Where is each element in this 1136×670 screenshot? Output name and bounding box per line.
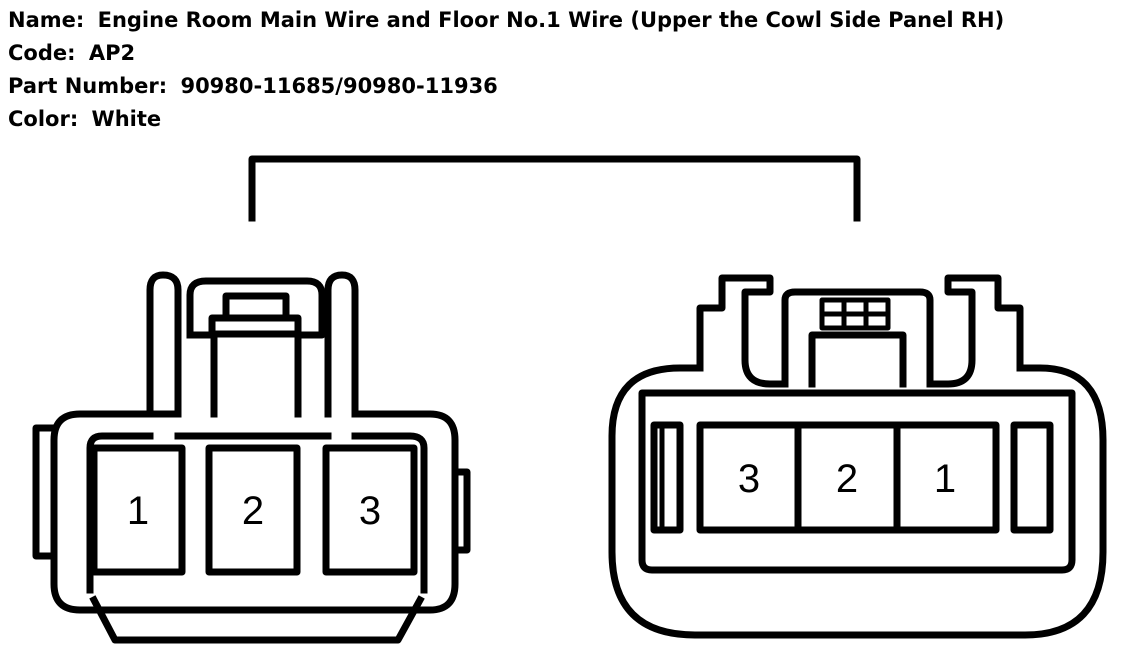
right-pin-label-1: 1 xyxy=(934,457,956,501)
left-lock-tab xyxy=(222,292,290,322)
right-guide-right xyxy=(1010,421,1054,534)
left-latch-bump xyxy=(89,595,425,644)
part-number-row: Part Number: 90980-11685/90980-11936 xyxy=(8,70,1004,103)
left-pin-label-2: 2 xyxy=(242,489,264,533)
left-lock-frame xyxy=(186,277,326,418)
right-rib-left xyxy=(696,274,789,388)
left-pin-cavity-3 xyxy=(322,444,418,576)
left-side-tab xyxy=(32,424,58,560)
left-tower-post-right xyxy=(324,271,359,418)
right-terminal-block xyxy=(696,421,1000,534)
code-row: Code: AP2 xyxy=(8,37,1004,70)
name-label: Name: xyxy=(8,8,85,32)
right-inner-frame xyxy=(638,389,1076,574)
part-number-value: 90980-11685/90980-11936 xyxy=(180,74,498,98)
color-label: Color: xyxy=(8,107,79,131)
left-connector xyxy=(32,271,471,644)
code-value: AP2 xyxy=(88,41,136,65)
connector-info: Name: Engine Room Main Wire and Floor No… xyxy=(8,4,1004,136)
mating-bracket xyxy=(248,155,861,222)
right-latch-frame xyxy=(781,288,934,388)
color-row: Color: White xyxy=(8,103,1004,136)
right-latch-slot xyxy=(808,331,907,388)
right-side-tab xyxy=(451,468,471,554)
right-pin-label-3: 3 xyxy=(738,457,760,501)
left-pin-label-1: 1 xyxy=(127,489,149,533)
right-connector-body xyxy=(608,364,1107,639)
name-row: Name: Engine Room Main Wire and Floor No… xyxy=(8,4,1004,37)
color-value: White xyxy=(91,107,162,131)
part-number-label: Part Number: xyxy=(8,74,168,98)
name-value: Engine Room Main Wire and Floor No.1 Wir… xyxy=(97,8,1005,32)
right-latch-grid xyxy=(819,297,891,331)
code-label: Code: xyxy=(8,41,76,65)
left-pin-cavity-2 xyxy=(205,444,301,576)
right-guide-left xyxy=(650,421,684,534)
left-tower-post-left xyxy=(146,271,182,418)
right-connector xyxy=(608,274,1107,639)
right-rib-right xyxy=(926,274,1024,388)
left-pin-label-3: 3 xyxy=(359,489,381,533)
left-connector-body xyxy=(50,410,459,614)
right-pin-label-2: 2 xyxy=(836,457,858,501)
left-pin-cavity-1 xyxy=(90,444,186,576)
left-inner-cavity xyxy=(86,432,428,594)
